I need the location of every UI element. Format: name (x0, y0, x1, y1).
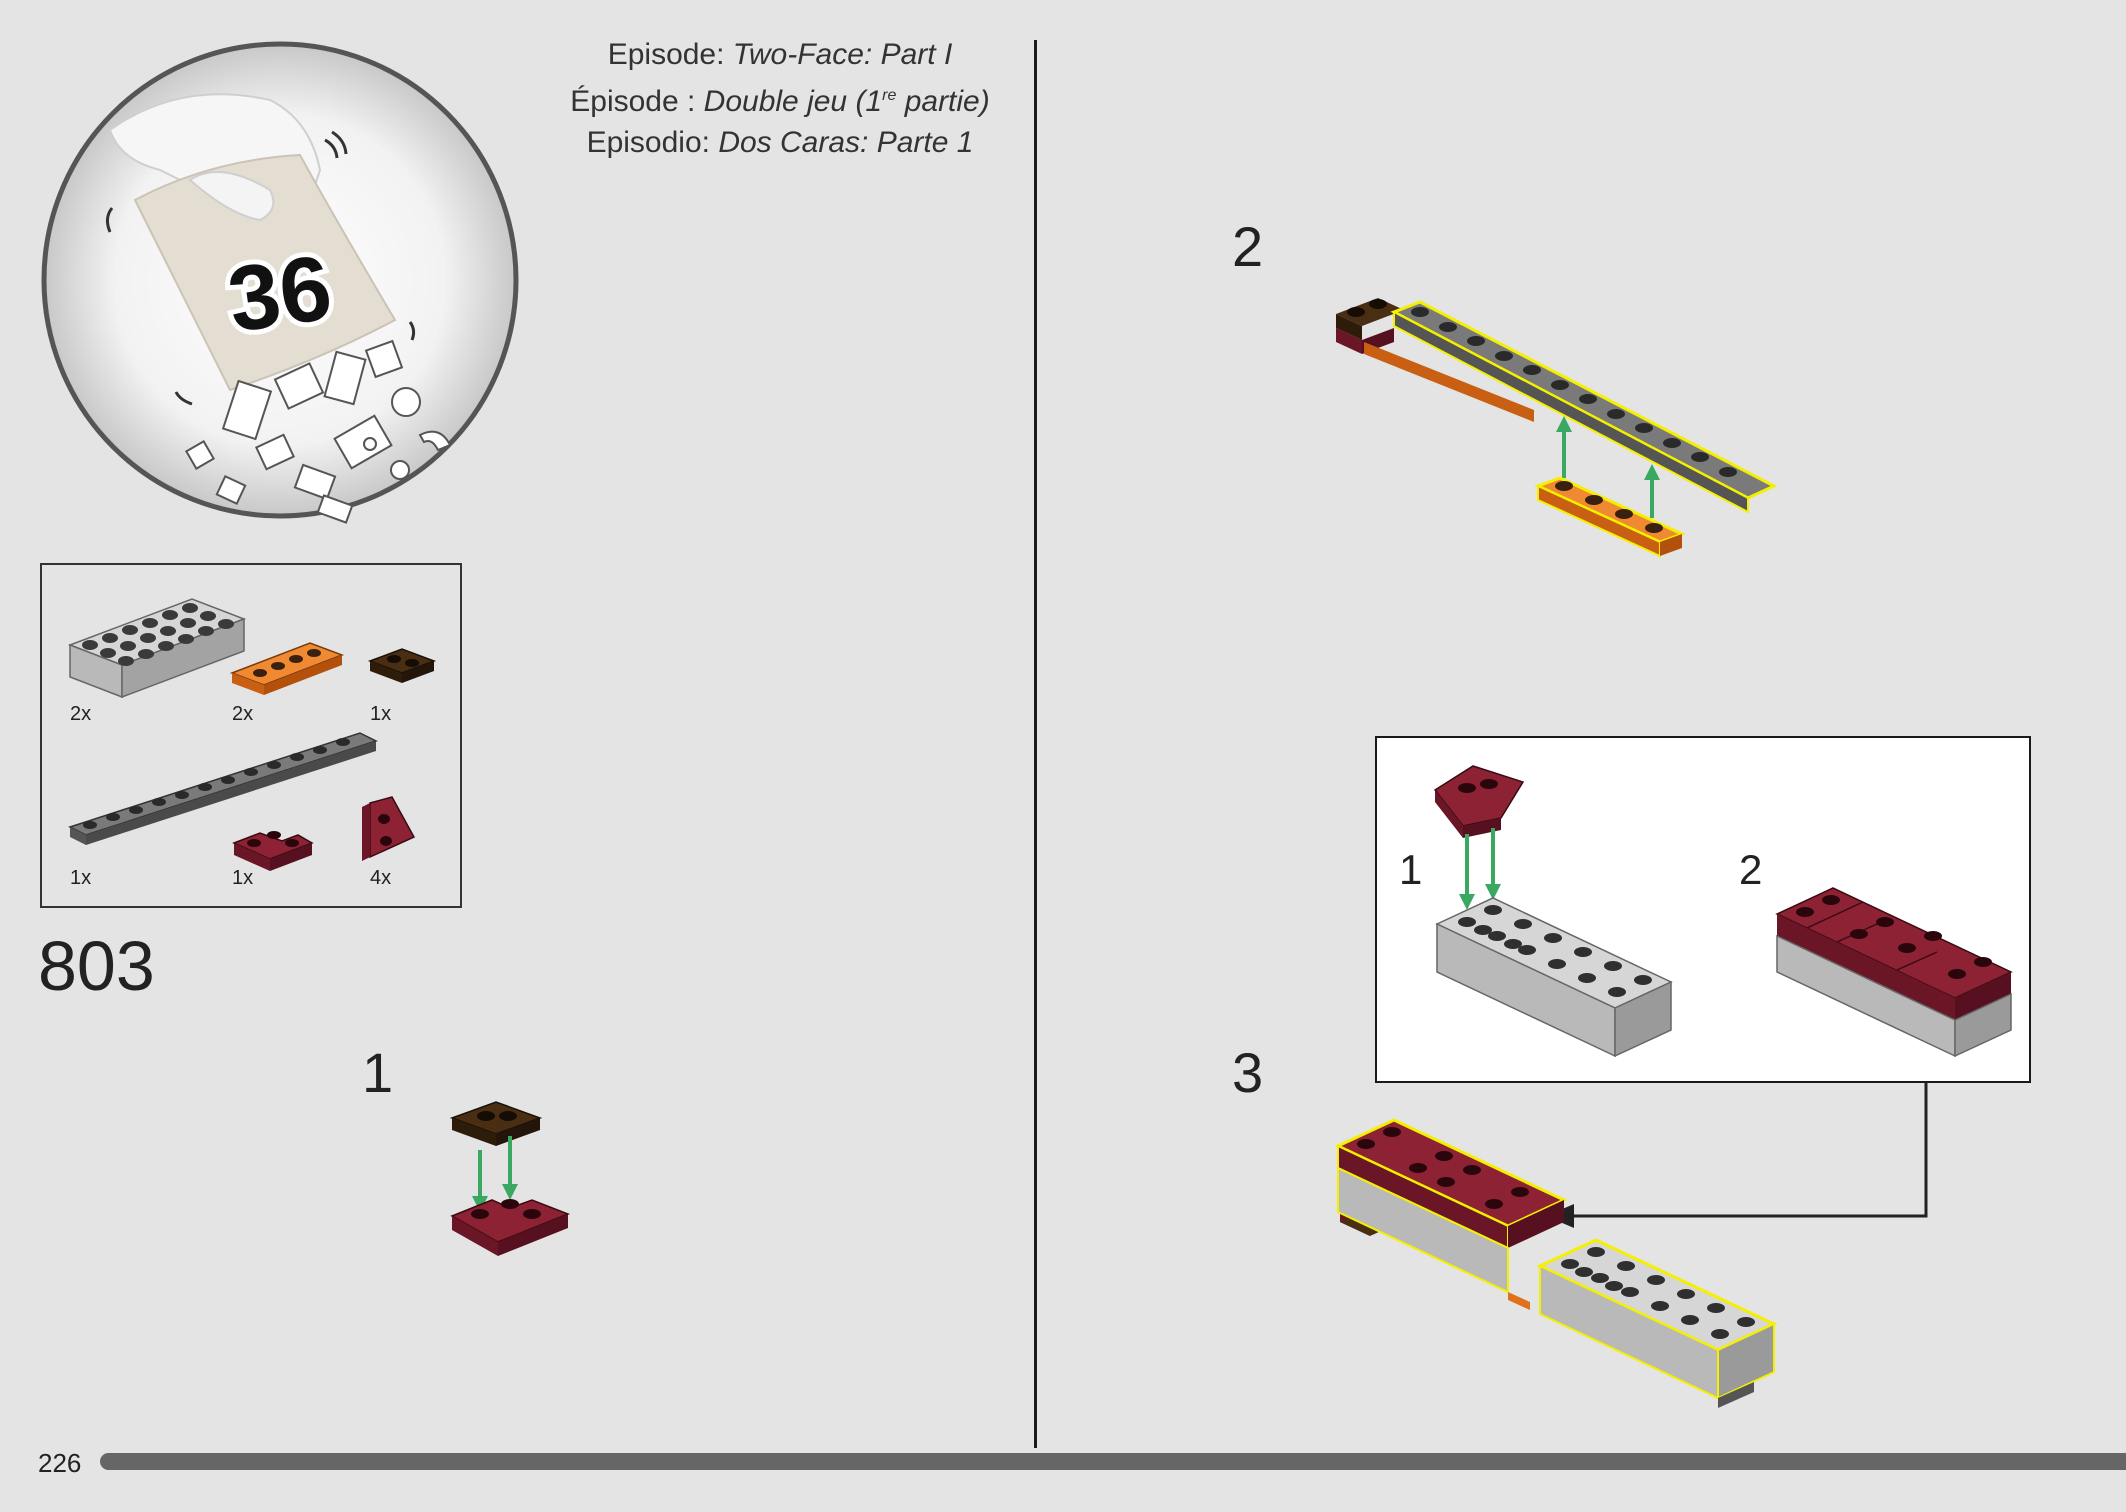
step-2-illustration (1336, 298, 1778, 558)
part-qty: 4x (370, 867, 392, 889)
part-qty: 2x (70, 703, 92, 725)
episode-line-en: Episode: Two-Face: Part I (607, 38, 953, 71)
dark-red-wedge-plate-icon (362, 796, 416, 861)
part-qty: 2x (232, 703, 254, 725)
dark-brown-plate-icon (367, 648, 437, 683)
step-1-illustration (449, 1101, 571, 1256)
bag-illustration: 36 (40, 40, 520, 524)
progress-bar (100, 1453, 2126, 1470)
dark-gray-plate-icon (68, 732, 378, 845)
substep-number: 2 (1739, 846, 1763, 893)
orange-plate-icon (229, 642, 345, 695)
substep-number: 1 (1399, 846, 1423, 893)
part-qty: 1x (70, 867, 92, 889)
episode-header: Episode: Two-Face: Part I Épisode : Doub… (510, 34, 1050, 163)
parts-illustration (67, 598, 437, 871)
parts-list: 2x 2x 1x 1x 1x 4x (40, 563, 462, 908)
episode-line-es: Episodio: Dos Caras: Parte 1 (586, 126, 974, 159)
episode-line-fr: Épisode : Double jeu (1re partie) (570, 85, 990, 118)
part-qty: 1x (232, 867, 254, 889)
set-number: 803 (38, 927, 155, 1005)
sub-assembly-box: 1 2 (1375, 736, 2031, 1083)
bag-number: 36 (222, 236, 338, 351)
step-number: 3 (1232, 1041, 1264, 1104)
light-gray-brick-icon (67, 598, 247, 699)
page-number: 226 (38, 1448, 82, 1478)
dark-red-corner-plate-icon (232, 831, 314, 871)
part-qty: 1x (370, 703, 392, 725)
bag-circle-icon: 36 (41, 41, 519, 524)
sub-assembly-illustration (1433, 765, 2013, 1058)
step-3-illustration (1334, 1082, 1928, 1408)
step-number: 1 (362, 1041, 394, 1104)
step-number: 2 (1232, 215, 1264, 278)
page-divider (1034, 40, 1037, 1448)
